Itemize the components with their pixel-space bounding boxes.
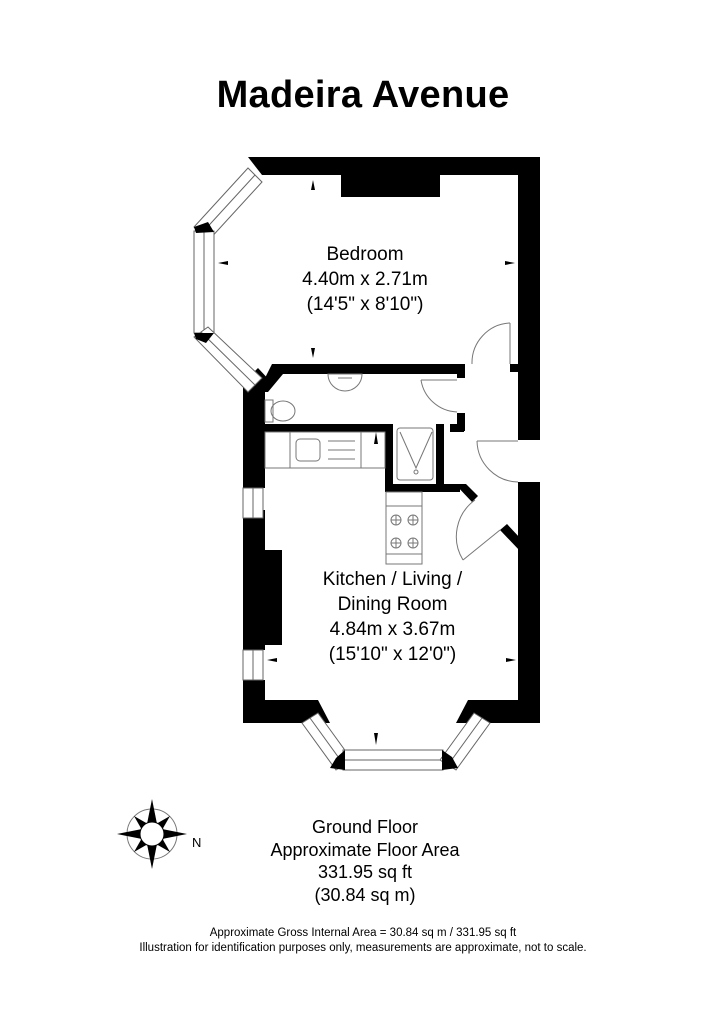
property-title: Madeira Avenue: [216, 74, 510, 116]
room-dimensions-imperial: (14'5" x 8'10"): [306, 294, 424, 315]
room-label-kitchen-living-dining: Kitchen / Living / Dining Room 4.84m x 3…: [285, 567, 500, 667]
room-name-line2: Dining Room: [337, 594, 448, 615]
dimension-markers: [218, 180, 516, 745]
room-name: Bedroom: [326, 244, 404, 265]
disclaimer-text: Illustration for identification purposes…: [139, 942, 587, 954]
compass-rose-icon: [117, 799, 187, 869]
kitchen-side-windows: [242, 487, 264, 681]
floor-area-summary: Ground Floor Approximate Floor Area 331.…: [230, 816, 500, 906]
room-dimensions-metric: 4.40m x 2.71m: [302, 269, 428, 290]
floor-area-label: Approximate Floor Area: [270, 839, 460, 860]
room-dimensions-imperial: (15'10" x 12'0"): [328, 644, 457, 665]
room-label-bedroom: Bedroom 4.40m x 2.71m (14'5" x 8'10"): [250, 242, 480, 317]
walls: [243, 157, 540, 723]
floor-name: Ground Floor: [311, 817, 419, 837]
disclaimer-footer: Approximate Gross Internal Area = 30.84 …: [0, 926, 726, 956]
doors: [420, 322, 519, 561]
room-name-line1: Kitchen / Living /: [322, 569, 463, 590]
gross-internal-area: Approximate Gross Internal Area = 30.84 …: [209, 927, 517, 939]
floor-area-sqm: (30.84 sq m): [314, 884, 416, 905]
bedroom-bay-window: [193, 167, 263, 393]
room-dimensions-metric: 4.84m x 3.67m: [329, 619, 456, 640]
compass-north-label: N: [192, 835, 202, 850]
floor-area-sqft: 331.95 sq ft: [317, 862, 413, 882]
fixtures: [264, 373, 434, 565]
